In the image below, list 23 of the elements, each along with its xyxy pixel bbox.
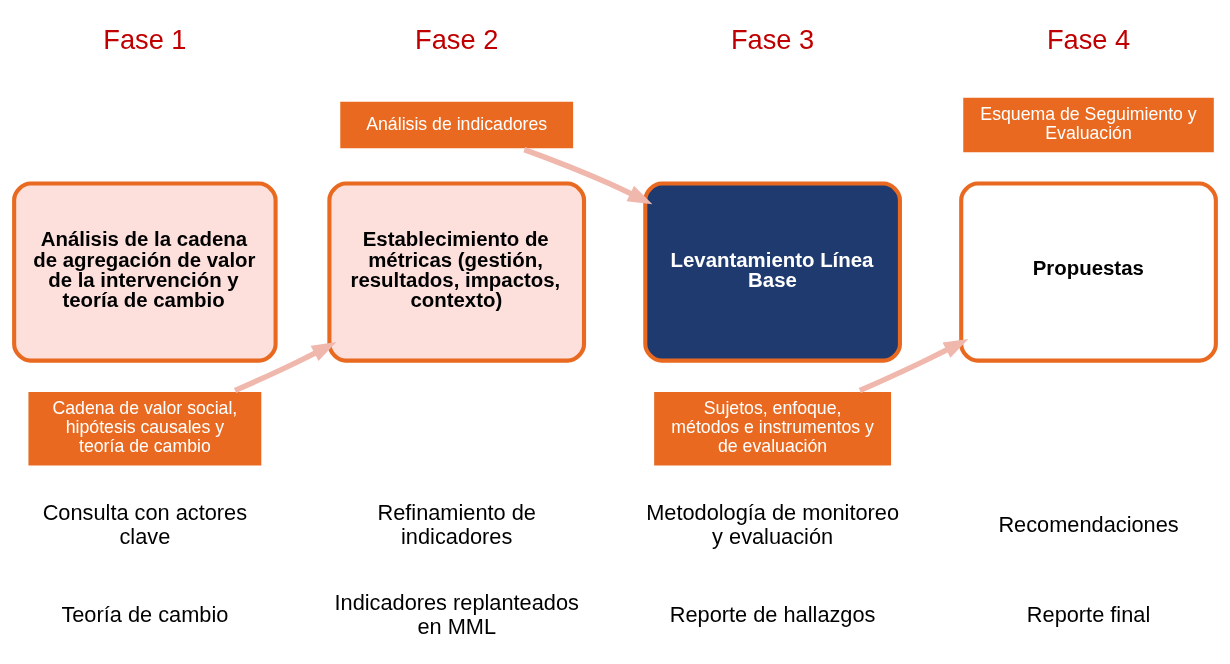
label: Metodología de monitoreo y evaluación <box>646 499 900 550</box>
arrow <box>233 342 337 393</box>
label: Consulta con actores clave <box>42 499 248 550</box>
label: Recomendaciones <box>998 511 1179 537</box>
node-box: Cadena de valor social, hipótesis causales y teoría de cambio <box>25 389 265 469</box>
label: Fase 1 <box>103 23 187 55</box>
label: Indicadores replanteados en MML <box>334 589 579 640</box>
label: Teoría de cambio <box>61 601 229 627</box>
label: Reporte de hallazgos <box>669 601 876 627</box>
label: Fase 3 <box>731 23 815 55</box>
node-box: Sujetos, enfoque, métodos e instrumentos y de evaluación <box>651 389 894 469</box>
arrow <box>523 147 653 205</box>
label: Reporte final <box>1026 601 1151 627</box>
label: Fase 4 <box>1046 23 1131 55</box>
node-box: Establecimiento de métricas (gestión, resultados, impactos, contexto) <box>327 181 587 363</box>
node-box: Análisis de indicadores <box>337 99 576 151</box>
node-box: Esquema de Seguimiento y Evaluación <box>960 95 1217 155</box>
node-box: Propuestas <box>959 181 1218 363</box>
node-box: Análisis de la cadena de agregación de valor de la intervención y teoría de cambio <box>12 181 278 363</box>
node-box: Levantamiento Línea Base <box>643 181 902 363</box>
label: Refinamiento de indicadores <box>377 499 536 550</box>
arrow <box>858 338 969 394</box>
label: Fase 2 <box>415 23 499 55</box>
